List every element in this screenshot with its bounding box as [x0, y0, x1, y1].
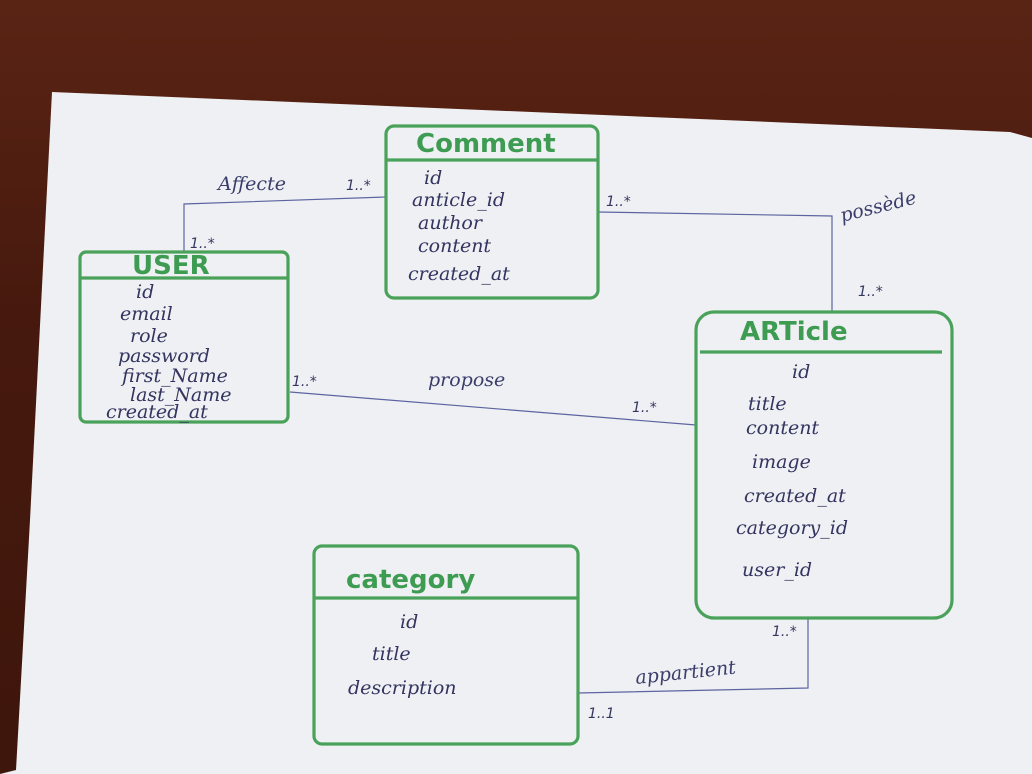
entity-article-attr: category_id	[736, 517, 848, 539]
entity-comment-attr: anticle_id	[412, 189, 505, 211]
entity-category-attr: id	[400, 611, 418, 633]
entity-article-attr: user_id	[742, 559, 812, 581]
mult-possede-article: 1..*	[858, 284, 883, 300]
mult-propose-article: 1..*	[632, 400, 657, 416]
entity-category-title: category	[346, 565, 475, 595]
entity-user-box	[78, 250, 290, 424]
mult-affecte-user: 1..*	[190, 236, 215, 252]
entity-category-attr: title	[372, 643, 411, 665]
entity-article-attr: id	[792, 361, 810, 383]
mult-propose-user: 1..*	[292, 374, 317, 390]
entity-article-attr: image	[752, 451, 811, 473]
entity-user-attr: created_at	[106, 401, 208, 423]
entity-article-box	[694, 310, 954, 620]
mult-appartient-category: 1..1	[588, 706, 615, 722]
relation-label-affecte: Affecte	[216, 173, 286, 195]
relation-label-propose: propose	[428, 369, 505, 391]
entity-user-attr: id	[136, 281, 154, 303]
entity-article-attr: content	[746, 417, 819, 439]
entity-user-attr: role	[130, 325, 168, 347]
entity-article-title: ARTicle	[740, 317, 848, 347]
entity-article-attr: title	[748, 393, 787, 415]
entity-comment-attr: created_at	[408, 263, 510, 285]
connector-affecte	[183, 196, 387, 252]
connector-appartient	[577, 618, 809, 694]
mult-possede-comment: 1..*	[606, 194, 631, 210]
entity-comment-attr: author	[418, 212, 484, 234]
entity-comment: Comment id anticle_id author content cre…	[384, 124, 600, 300]
entity-user-title: USER	[132, 251, 210, 281]
connector-possede	[597, 211, 833, 312]
entity-comment-attr: id	[424, 167, 442, 189]
entity-user-attr: email	[120, 303, 173, 325]
entity-comment-box	[384, 124, 600, 300]
entity-comment-title: Comment	[416, 129, 556, 159]
entity-comment-attr: content	[418, 235, 491, 257]
paper-sheet	[0, 92, 1032, 774]
mult-appartient-article: 1..*	[772, 624, 797, 640]
mult-affecte-comment: 1..*	[346, 178, 371, 194]
entity-article-attr: created_at	[744, 485, 846, 507]
entity-article: ARTicle id title content image created_a…	[694, 310, 954, 620]
entity-user: USER id email role password first_Name l…	[78, 250, 290, 424]
entity-user-attr: first_Name	[120, 365, 228, 387]
entity-user-attr: password	[118, 345, 210, 367]
entity-category-attr: description	[348, 677, 457, 699]
entity-category: category id title description	[312, 544, 580, 746]
entity-user-attr: last_Name	[130, 384, 232, 406]
entity-category-box	[312, 544, 580, 746]
connector-propose	[289, 391, 697, 426]
